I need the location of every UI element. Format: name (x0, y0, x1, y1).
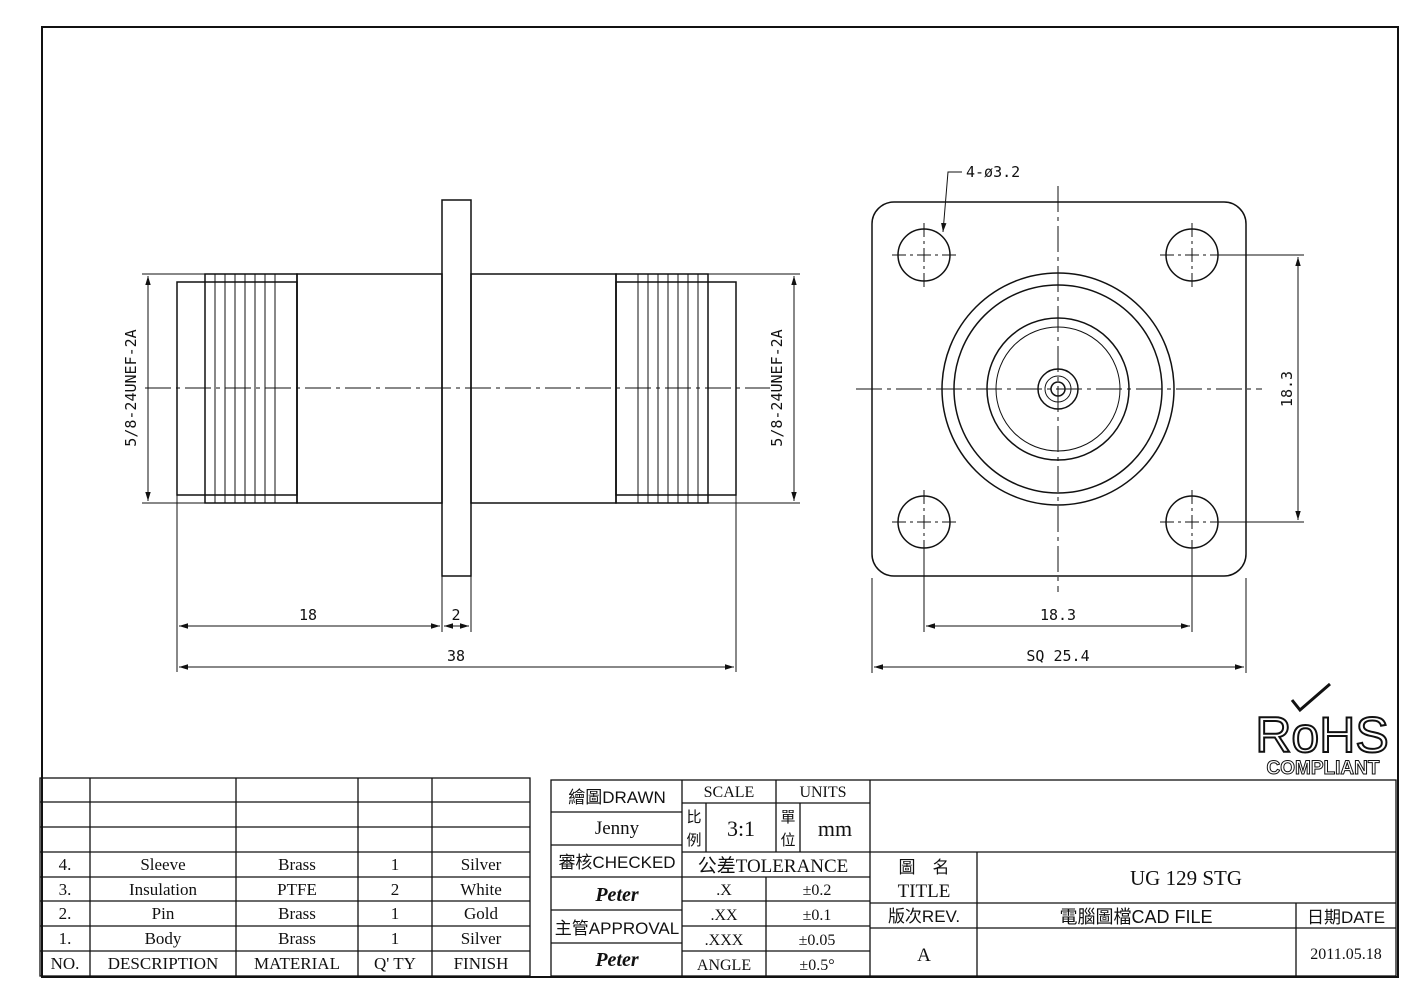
units-cn-1: 單 (780, 809, 795, 826)
dim-thread-right (708, 273, 800, 504)
rohs-compliant: COMPLIANT (1267, 758, 1380, 779)
thread-left-label: 5/8-24UNEF-2A (122, 329, 140, 446)
hole-leader (941, 171, 962, 233)
tolerance-xxx: .XXX (705, 932, 744, 949)
title-cn-label: 圖 名 (899, 858, 950, 877)
drawn-label: 繪圖DRAWN (568, 788, 666, 807)
tolerance-xx: .XX (710, 907, 738, 924)
units-cn-2: 位 (780, 832, 795, 849)
drawing-border (41, 26, 1399, 978)
rohs-logo: RoHS COMPLIANT (1254, 682, 1390, 780)
scale-cn-1: 比 (686, 809, 701, 826)
rev-value: A (917, 945, 931, 966)
tolerance-angle-value: ±0.5° (799, 957, 834, 974)
bom-row-4-no: 4. (59, 855, 72, 874)
tolerance-x: .X (716, 882, 732, 899)
bom-row-3-no: 3. (59, 880, 72, 899)
units-value: mm (818, 816, 852, 841)
approval-signature: Peter (594, 949, 639, 971)
dim-pitch-v (1220, 254, 1304, 523)
pitch-v-label: 18.3 (1278, 371, 1296, 407)
dim-18-label: 18 (299, 606, 317, 624)
bom-row-1-finish: Silver (461, 929, 502, 948)
side-extension-lines (176, 495, 737, 672)
bom-row-4-desc: Sleeve (140, 855, 185, 874)
bom-header-finish: FINISH (454, 954, 509, 973)
bom-row-1-material: Brass (278, 929, 316, 948)
tolerance-label: 公差TOLERANCE (698, 855, 849, 877)
bom-header-material: MATERIAL (254, 954, 340, 973)
checked-signature: Peter (594, 884, 639, 906)
bom-header-qty: Q' TY (374, 954, 416, 973)
bom-row-1-desc: Body (145, 929, 182, 948)
bom-row-2-no: 2. (59, 904, 72, 923)
rohs-text: RoHS (1255, 707, 1388, 763)
rev-label: 版次REV. (888, 907, 960, 926)
cad-file-label: 電腦圖檔CAD FILE (1059, 907, 1212, 927)
bom-row-3-material: PTFE (277, 880, 317, 899)
bom-row-4-material: Brass (278, 855, 316, 874)
tolerance-x-value: ±0.2 (803, 882, 832, 899)
dim-2-label: 2 (451, 606, 460, 624)
dim-pitch-h (923, 548, 1193, 632)
title-value: UG 129 STG (1130, 866, 1242, 890)
bom-row-2-desc: Pin (152, 904, 175, 923)
scale-value: 3:1 (727, 816, 755, 841)
scale-label: SCALE (704, 784, 755, 801)
bom-row-3-desc: Insulation (129, 880, 197, 899)
title-label: TITLE (898, 881, 951, 902)
bom-row-2-material: Brass (278, 904, 316, 923)
bom-row-2-finish: Gold (464, 904, 499, 923)
tolerance-xx-value: ±0.1 (803, 907, 832, 924)
hole-callout: 4-ø3.2 (966, 163, 1020, 181)
bom-row-3-finish: White (460, 880, 502, 899)
dim-square (871, 578, 1247, 673)
checked-label: 審核CHECKED (558, 853, 675, 872)
bom-row-4-finish: Silver (461, 855, 502, 874)
bom-row-1-qty: 1 (391, 929, 400, 948)
tolerance-xxx-value: ±0.05 (799, 932, 836, 949)
front-centerlines (856, 186, 1262, 592)
date-label: 日期DATE (1307, 908, 1385, 927)
bom-header-no: NO. (51, 954, 80, 973)
dim-38-label: 38 (447, 647, 465, 665)
tolerance-angle: ANGLE (697, 957, 751, 974)
bom-table: 4. Sleeve Brass 1 Silver 3. Insulation P… (39, 777, 531, 977)
title-block: 繪圖DRAWN Jenny 審核CHECKED Peter 主管APPROVAL… (550, 779, 1397, 977)
bom-header-desc: DESCRIPTION (108, 954, 219, 973)
dim-thread-left (142, 273, 205, 504)
units-label: UNITS (799, 784, 846, 801)
date-value: 2011.05.18 (1310, 946, 1381, 963)
square-label: SQ 25.4 (1026, 647, 1089, 665)
scale-cn-2: 例 (686, 832, 701, 849)
drawn-by: Jenny (595, 818, 640, 839)
bom-row-3-qty: 2 (391, 880, 400, 899)
pitch-h-label: 18.3 (1040, 606, 1076, 624)
thread-right-label: 5/8-24UNEF-2A (768, 329, 786, 446)
check-icon (1290, 682, 1331, 713)
bom-row-1-no: 1. (59, 929, 72, 948)
approval-label: 主管APPROVAL (555, 919, 679, 938)
bom-row-4-qty: 1 (391, 855, 400, 874)
bom-row-2-qty: 1 (391, 904, 400, 923)
